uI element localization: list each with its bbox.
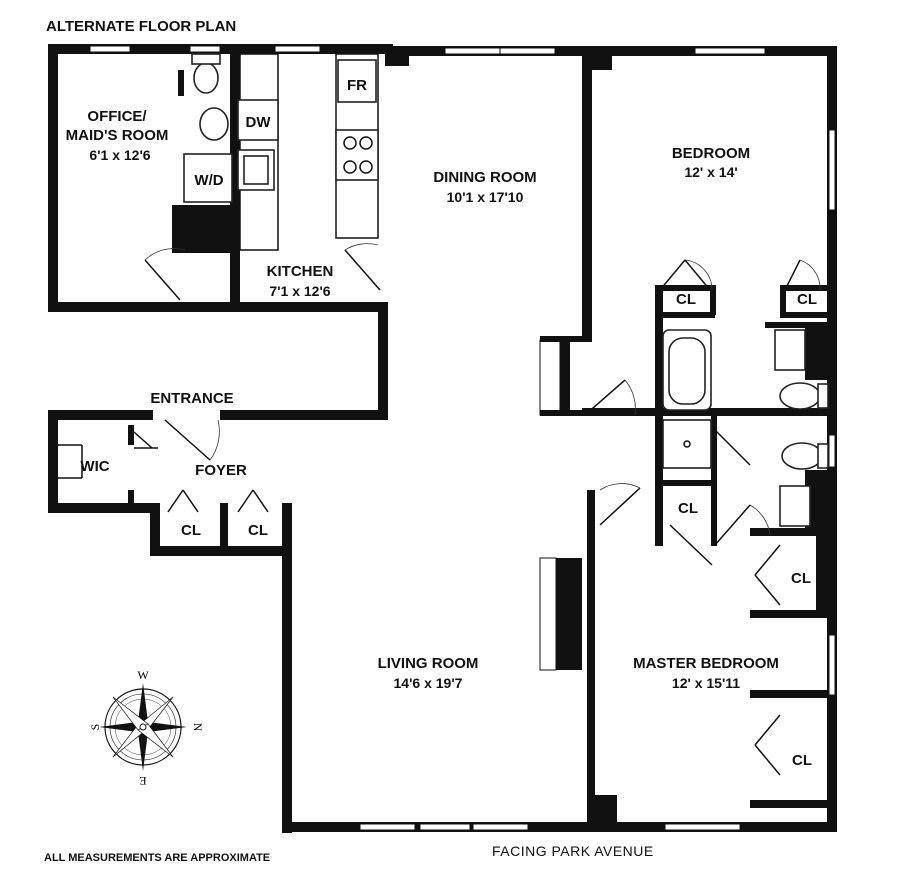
kitchen-label: KITCHEN [267,263,334,280]
fridge-box [337,59,377,103]
facing-label: FACING PARK AVENUE [492,843,654,859]
dishwasher-box [237,99,279,141]
measurements-note: ALL MEASUREMENTS ARE APPROXIMATE [44,852,271,864]
doors [58,243,821,776]
windows [89,45,836,831]
fireplace-label-f: F [562,598,571,615]
closet-label: CL [181,522,201,539]
office-label-2: MAID'S ROOM [66,127,169,144]
closet-label: CL [797,291,817,308]
dining-label: DINING ROOM [433,169,536,186]
bathroom-fixtures [662,329,829,527]
stove [335,129,379,181]
compass-e: E [139,774,146,788]
washer-dryer-box [183,153,233,203]
closet-label: CL [248,522,268,539]
foyer-label: FOYER [195,462,247,479]
compass-s: S [88,724,102,731]
kitchen-dims: 7'1 x 12'6 [269,283,330,299]
dining-dims: 10'1 x 17'10 [447,189,524,205]
master-dims: 12' x 15'11 [672,675,740,691]
entrance-label: ENTRANCE [150,390,233,407]
washer-dryer-label: W/D [194,172,223,189]
plan-title: ALTERNATE FLOOR PLAN [46,18,237,35]
compass-w: W [137,668,149,682]
fridge-label: FR [347,77,367,94]
room-labels: OFFICE/ MAID'S ROOM 6'1 x 12'6 KITCHEN 7… [66,108,779,691]
closet-label: CL [791,570,811,587]
office-label-1: OFFICE/ [87,108,147,125]
fireplace-label-p: P [562,616,572,633]
maid-bath-fixtures [183,53,233,203]
living-label: LIVING ROOM [378,655,479,672]
fixture-labels: FR DW W/D F P CL CL CL CL CL CL CL [181,77,817,769]
dishwasher-label: DW [246,114,272,131]
closet-label: CL [676,291,696,308]
bedroom-label: BEDROOM [672,145,750,162]
living-dims: 14'6 x 19'7 [394,675,463,691]
office-dims: 6'1 x 12'6 [89,147,150,163]
kitchen-fixtures [237,53,379,251]
compass-rose: W E S N [88,668,205,788]
closet-label: CL [678,500,698,517]
wic-label: WIC [80,458,109,475]
compass-n: N [191,723,205,732]
master-label: MASTER BEDROOM [633,655,779,672]
bedroom-dims: 12' x 14' [684,164,737,180]
closet-label: CL [792,752,812,769]
